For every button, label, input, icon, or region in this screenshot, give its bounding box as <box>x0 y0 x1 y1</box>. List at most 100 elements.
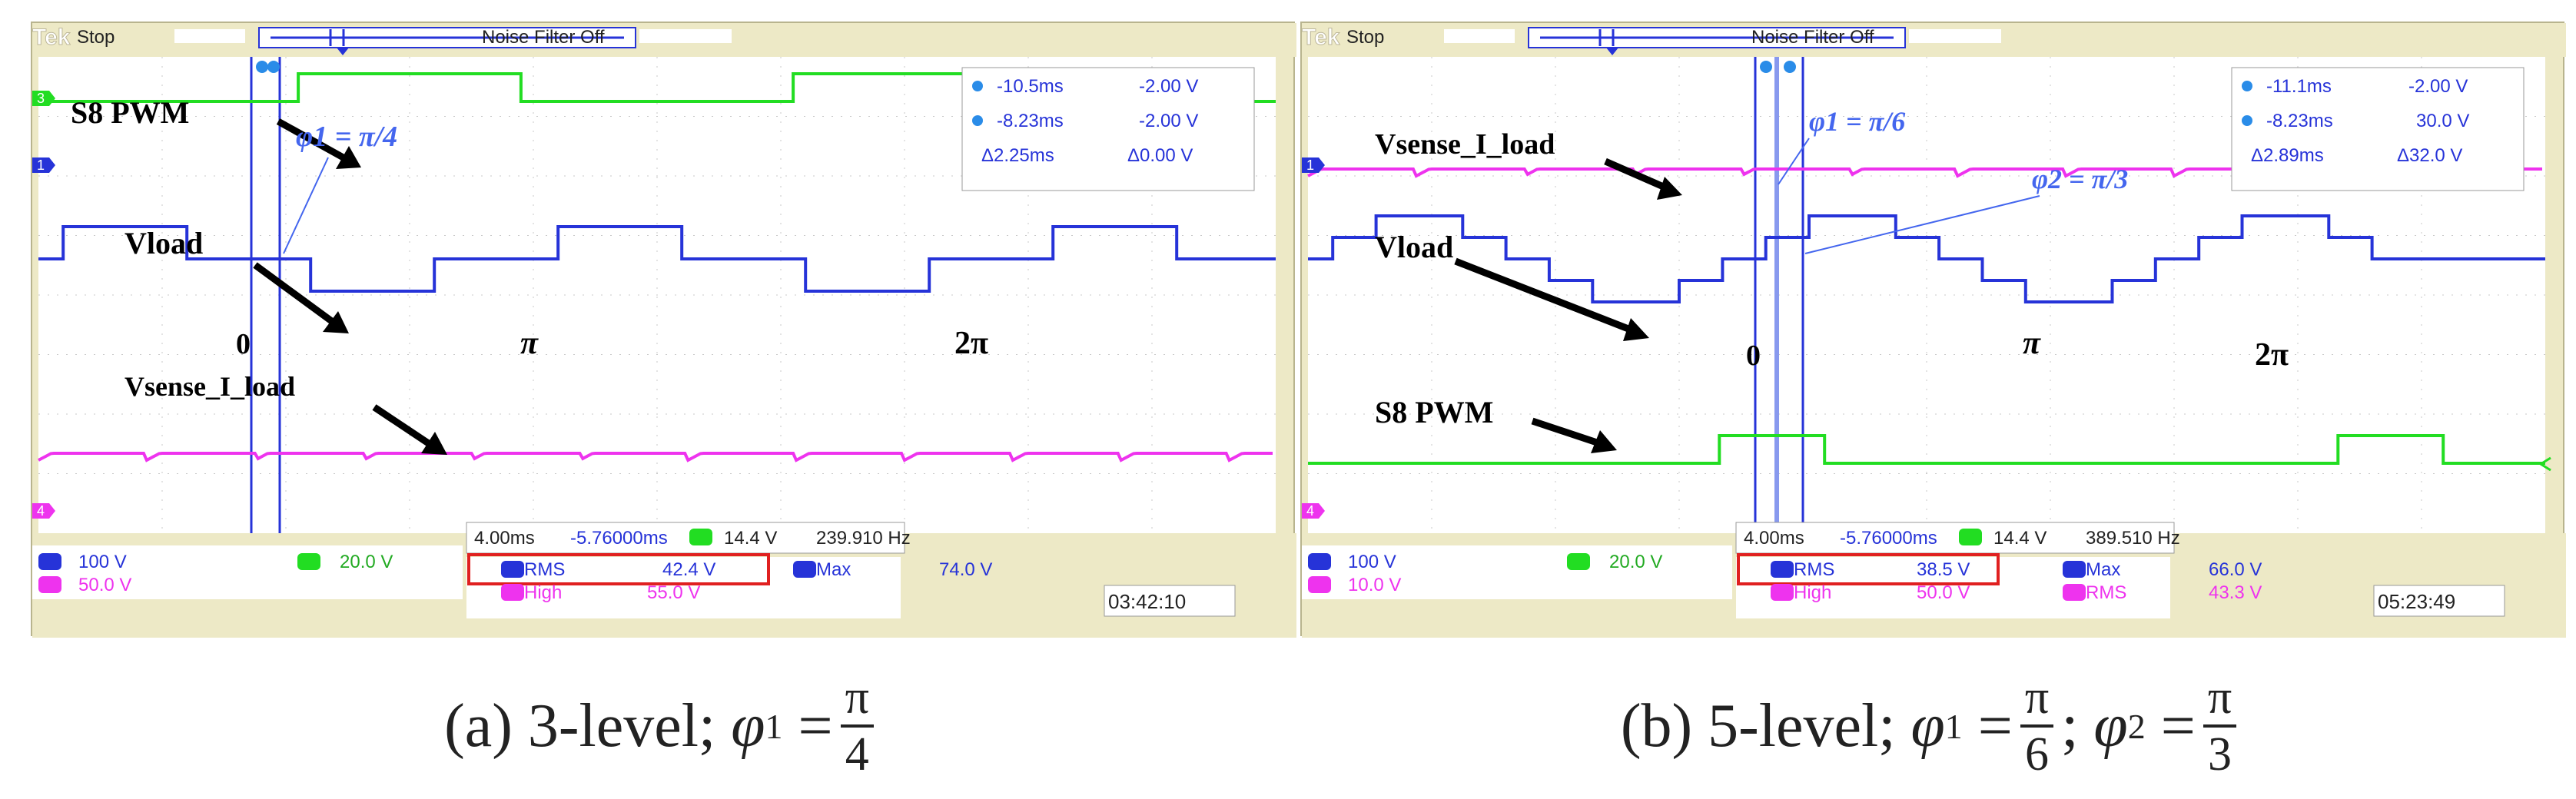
cursor-a-time: -11.1ms <box>2266 76 2332 97</box>
ch3-scale: 20.0 V <box>340 552 393 572</box>
meas1-name: RMS <box>524 559 565 580</box>
trigger-frequency: 389.510 Hz <box>2086 528 2180 549</box>
trigger-channel-badge <box>1959 529 1982 545</box>
ch4-marker-label: 4 <box>1306 503 1314 519</box>
clock-box <box>2373 585 2505 617</box>
time-div: 4.00ms <box>1744 528 1804 549</box>
cursor-readout <box>2231 67 2525 191</box>
clock-box <box>1104 585 1236 617</box>
cursor-b-readout-icon <box>972 115 983 126</box>
pi-label: π <box>2023 326 2041 361</box>
vsense-label: Vsense_I_load <box>1375 128 1555 161</box>
phi1-label: φ1 = π/6 <box>1809 106 1905 137</box>
ch3-scale: 20.0 V <box>1609 552 1662 572</box>
meas2-name: Max <box>816 559 851 580</box>
measurement-box <box>1736 557 2170 618</box>
caption-a-prefix: (a) 3-level; <box>444 691 716 760</box>
time-position: -5.76000ms <box>1840 528 1937 549</box>
cursor-a-readout-icon <box>2242 81 2252 91</box>
trigger-frequency: 239.910 Hz <box>816 528 911 549</box>
timebase-box <box>466 522 905 554</box>
meas2-badge <box>2063 561 2086 578</box>
pi-label: π <box>520 326 539 361</box>
cursor-b-volt: -2.00 V <box>1139 111 1198 131</box>
ch4-marker-label: 4 <box>37 503 45 519</box>
cursor-delta-time: Δ2.25ms <box>981 145 1054 166</box>
ch3-offscreen-marker <box>2538 456 2551 472</box>
vload-arrowhead <box>323 311 349 333</box>
clock: 03:42:10 <box>1108 590 1186 613</box>
time-position: -5.76000ms <box>570 528 668 549</box>
meas3-badge <box>1771 584 1794 601</box>
oscilloscope-panel-b: Tek Stop Noise Filter Off 1 4 -11.1ms -2… <box>1300 22 2566 638</box>
s8-pwm-trace <box>1308 434 2545 465</box>
cursor-a-icon <box>1760 61 1772 73</box>
ch4-badge <box>1308 576 1331 593</box>
run-status: Stop <box>77 27 115 48</box>
phi1-label: φ1 = π/4 <box>296 121 397 153</box>
record-bar-left <box>1444 29 1515 43</box>
vload-arrowhead <box>1623 318 1649 341</box>
noise-filter-label: Noise Filter Off <box>1751 27 1874 48</box>
ch1-badge <box>38 553 61 570</box>
meas4-value: 43.3 V <box>2209 582 2262 603</box>
phi1-pointer <box>1778 138 1810 185</box>
meas1-value: 38.5 V <box>1917 559 1970 580</box>
s8pwm-label: S8 PWM <box>1375 395 1493 429</box>
ch3-badge <box>1567 553 1590 570</box>
trigger-position-band <box>1774 57 1779 533</box>
cursor-delta-time: Δ2.89ms <box>2251 145 2324 166</box>
cursor-a-icon <box>256 61 268 73</box>
caption-b-sub1: 1 <box>1944 706 1963 746</box>
caption-b-fraction1: π 6 <box>2020 674 2054 781</box>
ch1-scale: 100 V <box>78 552 127 572</box>
record-bar-right <box>639 29 732 43</box>
vsense-label: Vsense_I_load <box>124 371 295 402</box>
zero-label: 0 <box>236 328 251 360</box>
s8pwm-arrow <box>1531 417 1603 448</box>
trigger-level: 14.4 V <box>1993 528 2047 549</box>
vload-arrow <box>253 262 338 327</box>
meas1-badge <box>501 561 524 578</box>
vload-label: Vload <box>124 226 203 260</box>
caption-a-var: φ <box>731 691 765 760</box>
cursor-readout <box>961 67 1255 191</box>
vload-label: Vload <box>1375 230 1453 264</box>
cursor-a-volt: -2.00 V <box>1139 76 1198 97</box>
phi1-pointer <box>283 157 329 254</box>
caption-b-den1: 6 <box>2025 728 2050 781</box>
phi2-pointer <box>1804 195 2040 254</box>
caption-a-sub: 1 <box>765 706 783 746</box>
caption-a-den: 4 <box>845 728 869 781</box>
meas3-name: High <box>1794 582 1831 603</box>
ch3-badge <box>297 553 320 570</box>
caption-b-eq2: = <box>2160 691 2196 760</box>
meas3-value: 55.0 V <box>647 582 700 603</box>
vsense-arrowhead <box>421 432 447 455</box>
caption-b-var2: φ <box>2093 691 2128 760</box>
ch1-marker-label: 1 <box>1306 157 1314 173</box>
grid <box>1308 57 2545 533</box>
cursor-b-icon <box>1784 61 1796 73</box>
meas3-badge <box>501 584 524 601</box>
caption-b-den2: 3 <box>2207 728 2232 781</box>
brand-label: Tek <box>32 25 71 50</box>
ch3-marker-label: 3 <box>37 91 45 106</box>
trigger-marker <box>337 48 349 55</box>
vload-trace <box>1308 214 2545 303</box>
meas3-value: 50.0 V <box>1917 582 1970 603</box>
vload-arrow <box>1454 257 1634 334</box>
measurement-box <box>466 557 901 618</box>
ch4-marker <box>32 503 55 519</box>
caption-b-sub2: 2 <box>2127 706 2146 746</box>
meas1-name: RMS <box>1794 559 1834 580</box>
trigger-marker <box>1606 48 1618 55</box>
ch4-scale: 10.0 V <box>1348 575 1401 595</box>
trigger-level: 14.4 V <box>724 528 777 549</box>
cursor-a-readout-icon <box>972 81 983 91</box>
cursor-b-time: -8.23ms <box>997 111 1064 131</box>
ch4-marker <box>1302 503 1325 519</box>
ch4-scale: 50.0 V <box>78 575 131 595</box>
vsense-i-load-trace <box>38 452 1273 462</box>
